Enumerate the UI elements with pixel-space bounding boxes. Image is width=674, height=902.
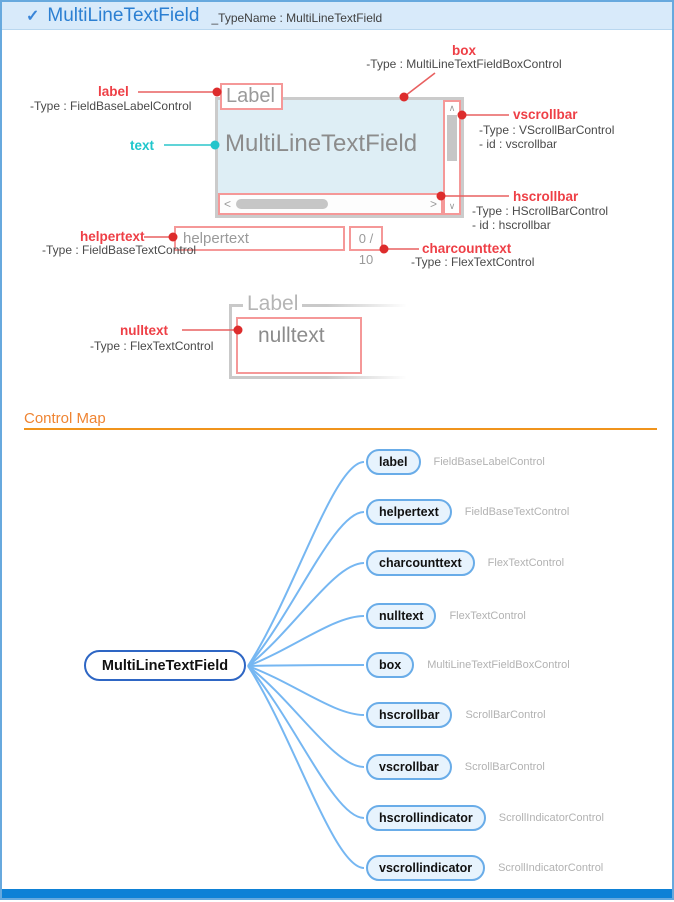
tree-node-row: box MultiLineTextFieldBoxControl (366, 652, 570, 678)
groupbox-border-bottom (229, 376, 407, 379)
tree-node-row: vscrollindicator ScrollIndicatorControl (366, 855, 603, 881)
annotation-charcounttext-type: -Type : FlexTextControl (411, 255, 535, 269)
page-title: MultiLineTextField (47, 4, 200, 26)
tree-node-row: hscrollbar ScrollBarControl (366, 702, 546, 728)
textfield-box-area: MultiLineTextField (218, 100, 443, 193)
tree-node-type: MultiLineTextFieldBoxControl (427, 659, 570, 671)
tree-node-type: ScrollBarControl (465, 709, 546, 721)
typename-label: _TypeName : MultiLineTextField (211, 10, 383, 25)
section-title-control-map: Control Map (24, 410, 106, 427)
tree-node-row: hscrollindicator ScrollIndicatorControl (366, 805, 604, 831)
groupbox-legend: Label (243, 292, 303, 316)
tree-node-row: label FieldBaseLabelControl (366, 449, 545, 475)
annotation-helpertext-title: helpertext (80, 229, 145, 244)
tree-node-type: FlexTextControl (487, 557, 565, 569)
scroll-up-icon: ∧ (448, 103, 456, 113)
tree-node-row: vscrollbar ScrollBarControl (366, 754, 545, 780)
tree-node-type: ScrollBarControl (464, 761, 545, 773)
tree-node-box: box (366, 652, 415, 678)
multilinetextfield-mockup: MultiLineTextField ∧ ∨ < > Label (215, 83, 464, 218)
annotation-hscrollbar-title: hscrollbar (513, 189, 579, 204)
tree-connector-lines (247, 461, 365, 869)
bottom-bar (2, 889, 672, 898)
annotation-nulltext-type: -Type : FlexTextControl (90, 339, 214, 353)
tree-node-type: ScrollIndicatorControl (498, 812, 604, 824)
tree-node-type: ScrollIndicatorControl (498, 862, 604, 874)
tree-node-type: FieldBaseLabelControl (433, 456, 545, 468)
tree-node-vscrollindicator: vscrollindicator (366, 855, 486, 881)
groupbox-border-left (229, 304, 232, 379)
tree-node-row: nulltext FlexTextControl (366, 603, 526, 629)
textfield-text-value: MultiLineTextField (225, 130, 418, 157)
annotation-charcounttext-title: charcounttext (422, 241, 512, 256)
annotation-hscrollbar-id: - id : hscrollbar (472, 218, 551, 232)
tree-node-helpertext: helpertext (366, 499, 452, 525)
annotation-nulltext-title: nulltext (120, 323, 169, 338)
annotation-vscrollbar-id: - id : vscrollbar (479, 137, 558, 151)
scroll-right-icon: > (429, 197, 437, 211)
nulltext-groupbox: Label (229, 292, 407, 379)
annotation-box-title: box (451, 43, 476, 58)
annotation-hscrollbar-type: -Type : HScrollBarControl (472, 204, 609, 218)
check-icon: ✓ (26, 7, 40, 25)
nulltext-control-mock: nulltext (236, 317, 362, 374)
vscrollbar-mock: ∧ ∨ (443, 100, 461, 215)
tree-node-label: label (366, 449, 421, 475)
annotation-box-type: -Type : MultiLineTextFieldBoxControl (366, 57, 562, 71)
annotation-vscrollbar-title: vscrollbar (513, 107, 578, 122)
tree-node-charcounttext: charcounttext (366, 550, 475, 576)
tree-node-hscrollindicator: hscrollindicator (366, 805, 486, 831)
tree-node-type: FieldBaseTextControl (464, 506, 570, 518)
scroll-left-icon: < (224, 197, 232, 211)
page-header: ✓ MultiLineTextField _TypeName : MultiLi… (2, 2, 672, 30)
label-control-mock: Label (220, 83, 283, 110)
hscroll-thumb (236, 199, 328, 209)
tree-node-vscrollbar: vscrollbar (366, 754, 452, 780)
annotation-helpertext-type: -Type : FieldBaseTextControl (42, 243, 197, 257)
tree-root-node: MultiLineTextField (84, 650, 246, 681)
annotation-label-title: label (98, 84, 129, 99)
groupbox-border-top (229, 304, 407, 307)
tree-node-type: FlexTextControl (449, 610, 526, 622)
charcounttext-control-mock: 0 / 10 (349, 226, 383, 267)
scroll-down-icon: ∨ (448, 201, 456, 211)
helpertext-control-mock: helpertext (174, 226, 345, 251)
tree-node-row: helpertext FieldBaseTextControl (366, 499, 569, 525)
nulltext-value: nulltext (258, 324, 325, 347)
tree-node-nulltext: nulltext (366, 603, 437, 629)
tree-node-row: charcounttext FlexTextControl (366, 550, 564, 576)
annotation-label-type: -Type : FieldBaseLabelControl (30, 99, 192, 113)
vscroll-thumb (447, 115, 457, 161)
tree-node-hscrollbar: hscrollbar (366, 702, 453, 728)
section-underline (24, 428, 657, 430)
hscrollbar-mock: < > (218, 193, 443, 215)
annotation-vscrollbar-type: -Type : VScrollBarControl (479, 123, 615, 137)
annotation-text-title: text (130, 138, 155, 153)
